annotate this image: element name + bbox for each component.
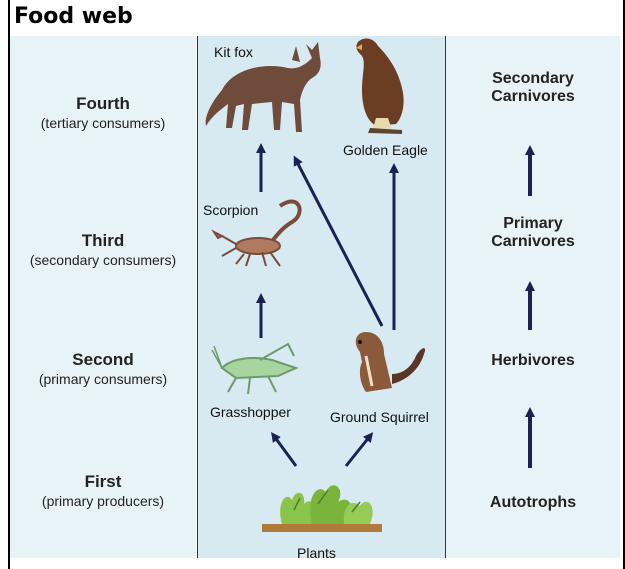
- food-web-arrows: [261, 148, 394, 466]
- arrow-squirrel-to-fox: [296, 160, 382, 326]
- scorpion-icon: [214, 201, 300, 266]
- arrow-plants-to-grasshopper: [274, 436, 296, 466]
- kit-fox-icon: [206, 42, 321, 132]
- arrow-plants-to-squirrel: [346, 436, 370, 466]
- grasshopper-icon: [212, 344, 296, 394]
- plants-icon: [262, 485, 382, 532]
- ground-squirrel-icon: [356, 332, 425, 392]
- golden-eagle-icon: [356, 39, 404, 134]
